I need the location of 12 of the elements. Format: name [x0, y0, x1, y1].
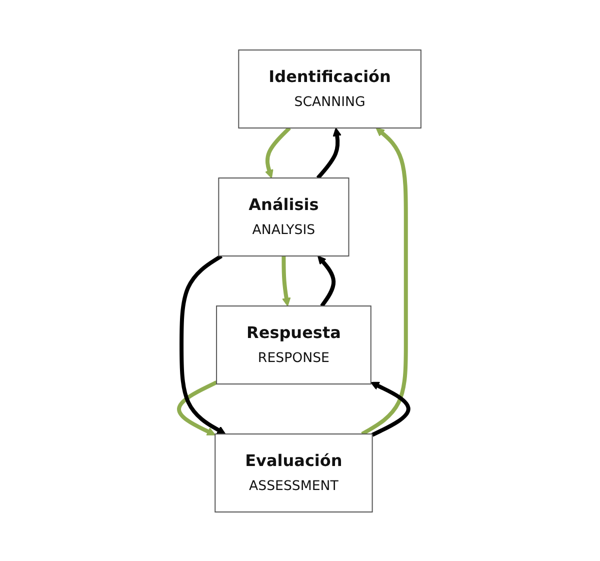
- arrow: [370, 381, 410, 436]
- node-box: Evaluación ASSESSMENT: [214, 432, 373, 512]
- node-box: Respuesta RESPONSE: [216, 305, 372, 384]
- arrow: [318, 255, 336, 307]
- node-box: Identificación SCANNING: [238, 49, 422, 128]
- arrow: [177, 380, 218, 435]
- node-box: Análisis ANALYSIS: [218, 177, 350, 256]
- arrow: [361, 127, 408, 436]
- arrow: [180, 254, 226, 434]
- arrow: [316, 127, 342, 179]
- arrow: [282, 256, 291, 306]
- arrow: [264, 126, 291, 178]
